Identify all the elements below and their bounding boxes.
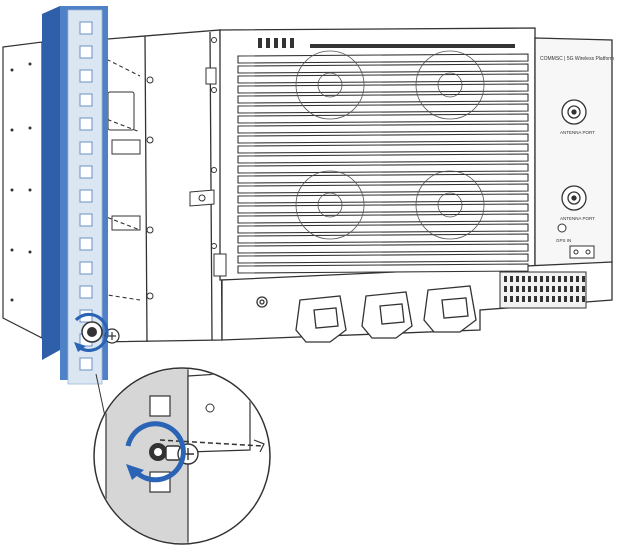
port-label-2: ANTENNA PORT xyxy=(560,216,595,221)
terminal-pin xyxy=(546,276,549,282)
heatsink-fin xyxy=(238,114,528,123)
heatsink-fin xyxy=(238,64,528,73)
rail-hole xyxy=(80,214,92,226)
terminal-pin xyxy=(552,276,555,282)
heatsink-fin xyxy=(238,184,528,193)
heatsink-fin xyxy=(238,94,528,103)
terminal-pin xyxy=(576,286,579,292)
terminal-pin xyxy=(516,296,519,302)
terminal-pin xyxy=(564,296,567,302)
terminal-pin xyxy=(558,296,561,302)
heatsink-fin xyxy=(238,254,528,263)
heatsink-fin xyxy=(238,204,528,213)
terminal-pin xyxy=(540,296,543,302)
terminal-pin xyxy=(570,276,573,282)
terminal-pin xyxy=(552,296,555,302)
brand-text: COMMSC | 5G Wireless Platform xyxy=(540,56,614,62)
terminal-pin xyxy=(540,276,543,282)
terminal-pin xyxy=(534,286,537,292)
heatsink-fin xyxy=(238,264,528,273)
terminal-pin xyxy=(540,286,543,292)
terminal-pin xyxy=(582,286,585,292)
rail-hole xyxy=(80,142,92,154)
terminal-pin xyxy=(510,296,513,302)
terminal-pin xyxy=(516,276,519,282)
heatsink-fin xyxy=(238,224,528,233)
heatsink-fin xyxy=(238,144,528,153)
rail-hole xyxy=(80,46,92,58)
rail-hole xyxy=(80,94,92,106)
terminal-pin xyxy=(522,296,525,302)
rail-hole xyxy=(80,166,92,178)
antenna-connector-1 xyxy=(562,100,586,124)
terminal-pin xyxy=(516,286,519,292)
rail-hole xyxy=(80,238,92,250)
terminal-pin xyxy=(522,276,525,282)
terminal-pin xyxy=(576,296,579,302)
terminal-pin xyxy=(504,296,507,302)
terminal-pin xyxy=(504,286,507,292)
terminal-pin xyxy=(546,286,549,292)
heatsink-fin xyxy=(238,164,528,173)
terminal-pin xyxy=(510,276,513,282)
terminal-pin xyxy=(510,286,513,292)
rail-hole xyxy=(80,22,92,34)
terminal-pin xyxy=(504,276,507,282)
heatsink-fin xyxy=(238,104,528,113)
terminal-pin xyxy=(570,286,573,292)
rail-hole xyxy=(80,70,92,82)
port-label-1: ANTENNA PORT xyxy=(560,130,595,135)
terminal-pin xyxy=(546,296,549,302)
side-panel xyxy=(3,42,42,338)
terminal-pin xyxy=(564,286,567,292)
heatsink-fin xyxy=(238,54,528,63)
terminal-pin xyxy=(528,276,531,282)
heatsink-fin xyxy=(238,74,528,83)
rail-hole xyxy=(80,118,92,130)
terminal-pin xyxy=(564,276,567,282)
terminal-pin xyxy=(528,286,531,292)
heatsink-fin xyxy=(238,174,528,183)
heatsink-fin xyxy=(238,194,528,203)
terminal-pin xyxy=(570,296,573,302)
terminal-pin xyxy=(534,276,537,282)
terminal-pin xyxy=(534,296,537,302)
rail-hole xyxy=(80,358,92,370)
rail-holes xyxy=(80,22,92,370)
terminal-pin xyxy=(582,276,585,282)
terminal-pin xyxy=(552,286,555,292)
heatsink-fin xyxy=(238,214,528,223)
heatsink-fin xyxy=(238,154,528,163)
heatsink-fin xyxy=(238,124,528,133)
zoom-callout xyxy=(94,360,270,553)
port-label-3: GPS IN xyxy=(556,238,571,243)
rail-hole xyxy=(80,190,92,202)
terminal-pin xyxy=(558,276,561,282)
heatsink-fin xyxy=(238,134,528,143)
heatsink-fin xyxy=(238,244,528,253)
rail-hole xyxy=(80,262,92,274)
terminal-pin xyxy=(558,286,561,292)
rail-hole xyxy=(80,286,92,298)
terminal-pin xyxy=(576,276,579,282)
heatsink-fin xyxy=(238,84,528,93)
heatsink-fin xyxy=(238,234,528,243)
terminal-pin xyxy=(528,296,531,302)
terminal-pin xyxy=(522,286,525,292)
terminal-pin xyxy=(582,296,585,302)
antenna-connector-2 xyxy=(562,186,586,210)
